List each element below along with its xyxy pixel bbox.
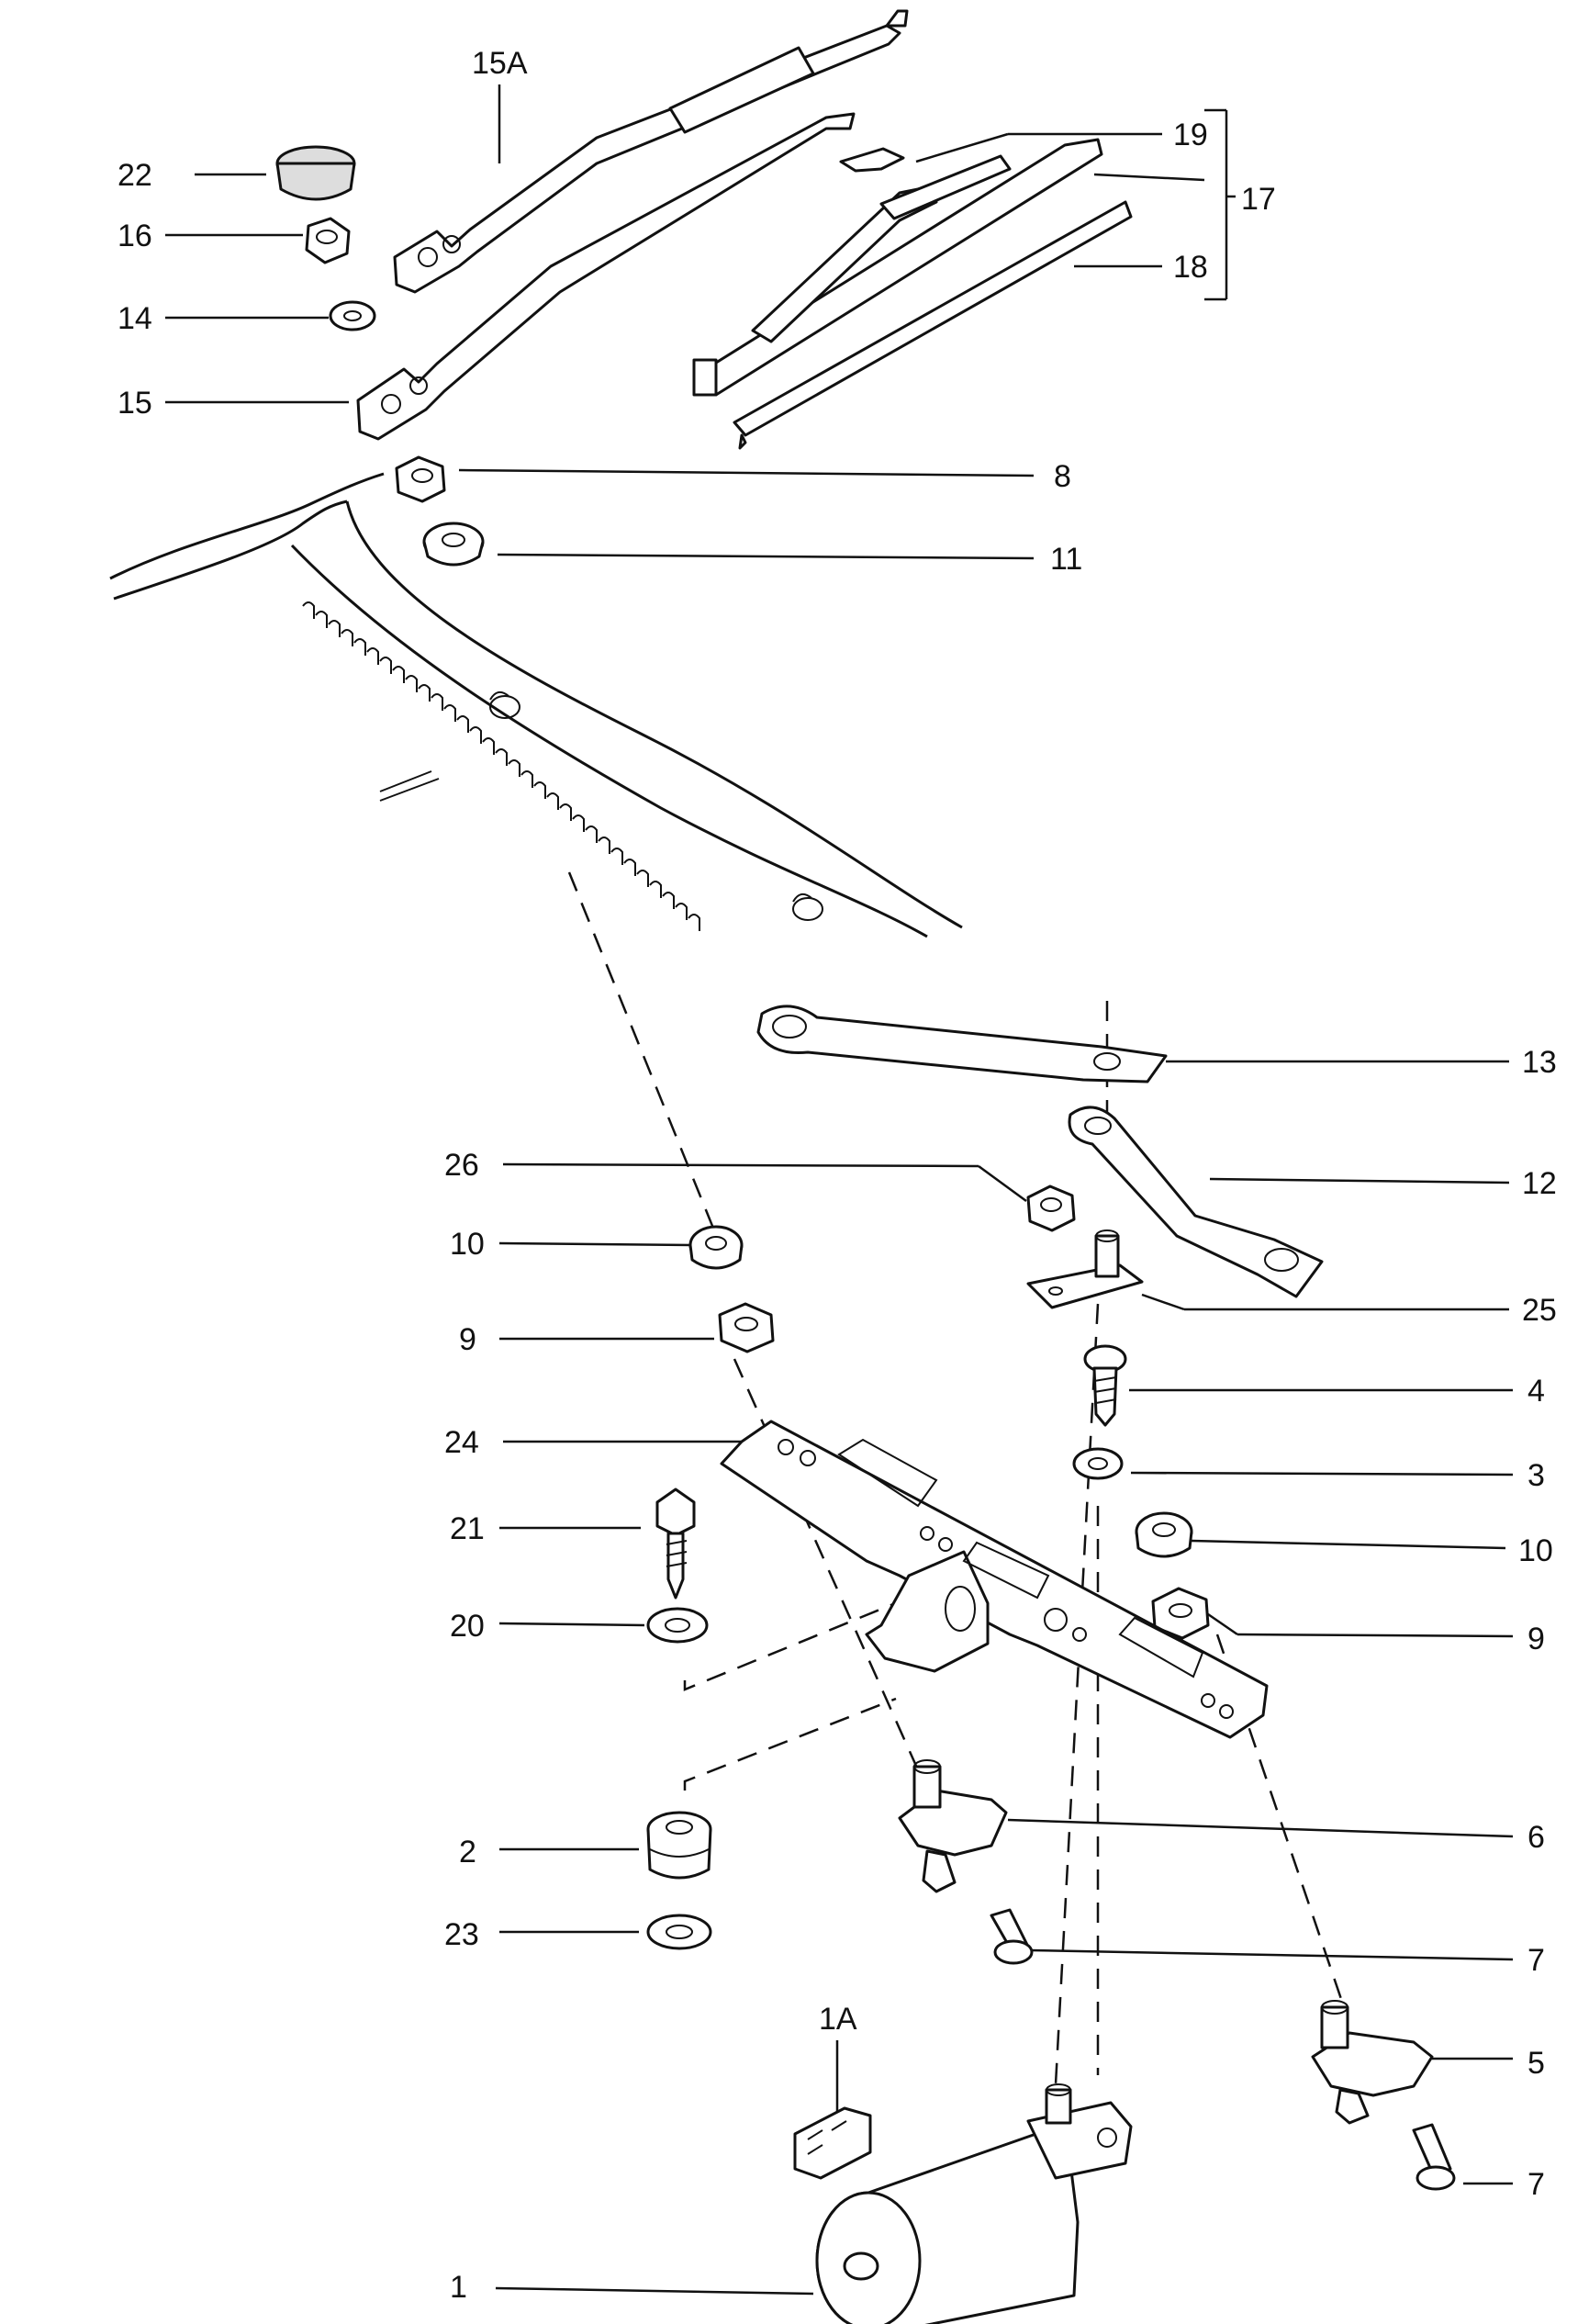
pin-7-lower [1412, 2123, 1456, 2191]
callout-labels: 22 16 14 15 15A 19 17 18 8 11 13 12 26 1… [117, 46, 1557, 2305]
cowl-spindle-holes [489, 690, 823, 921]
pivot-plate-25 [1026, 1229, 1144, 1309]
callout-15: 15 [117, 386, 152, 421]
screw-4 [1083, 1344, 1127, 1427]
linkage-rod-12 [1068, 1106, 1324, 1298]
pivot-bracket-5 [1311, 2000, 1434, 2125]
nut-9-upper [718, 1302, 775, 1353]
bolt-21 [655, 1488, 696, 1600]
callout-7-lower: 7 [1527, 2167, 1545, 2202]
callout-10-upper: 10 [450, 1227, 485, 1262]
callout-7-upper: 7 [1527, 1943, 1545, 1978]
callout-6: 6 [1527, 1820, 1545, 1855]
callout-23: 23 [444, 1917, 479, 1952]
callout-8: 8 [1054, 459, 1071, 494]
cowl-vent-slots [302, 601, 700, 931]
callout-20: 20 [450, 1609, 485, 1644]
leader-lines [165, 84, 1514, 2296]
callout-4: 4 [1527, 1374, 1545, 1409]
wiper-motor-1 [815, 2083, 1133, 2324]
callout-17: 17 [1241, 182, 1276, 217]
grommet-10-lower [1135, 1511, 1193, 1558]
washer-14 [329, 300, 376, 331]
callout-15a: 15A [472, 46, 528, 81]
callout-21: 21 [450, 1511, 485, 1546]
callout-12: 12 [1522, 1166, 1557, 1201]
callout-10-lower: 10 [1518, 1533, 1553, 1568]
callout-14: 14 [117, 301, 152, 336]
washer-23 [646, 1914, 712, 1950]
wiper-arm-15 [356, 112, 856, 441]
callout-19: 19 [1173, 118, 1208, 152]
wiper-blade-17 [692, 138, 1103, 397]
callout-24: 24 [444, 1425, 479, 1460]
connector-1a [793, 2106, 872, 2180]
callout-5: 5 [1527, 2046, 1545, 2081]
bushing-2 [646, 1811, 712, 1880]
pin-7-upper [990, 1908, 1034, 1965]
washer-20 [646, 1607, 709, 1644]
callout-22: 22 [117, 158, 152, 193]
wiper-arm-15a [393, 9, 909, 294]
callout-13: 13 [1522, 1045, 1557, 1080]
wiper-frame-24 [720, 1420, 1269, 1739]
callout-1: 1 [450, 2270, 467, 2305]
blade-clip-19 [839, 147, 905, 173]
callout-3: 3 [1527, 1458, 1545, 1493]
callout-9-upper: 9 [459, 1322, 476, 1357]
nut-16 [305, 217, 351, 264]
cap-22 [275, 145, 356, 201]
callout-16: 16 [117, 219, 152, 253]
wiper-insert-18 [733, 200, 1133, 450]
nut-26 [1026, 1184, 1076, 1232]
callout-2: 2 [459, 1835, 476, 1869]
callout-9-lower: 9 [1527, 1622, 1545, 1656]
callout-1a: 1A [819, 2002, 857, 2037]
callout-25: 25 [1522, 1293, 1557, 1328]
spring-washer-3 [1072, 1447, 1124, 1480]
nut-8 [395, 455, 446, 503]
callout-18: 18 [1173, 250, 1208, 285]
grommet-11 [422, 522, 485, 567]
pivot-bracket-6 [898, 1759, 1008, 1893]
grommet-10-upper [688, 1225, 744, 1270]
vehicle-body-cowl [109, 472, 963, 938]
callout-11: 11 [1050, 542, 1082, 577]
callout-26: 26 [444, 1148, 479, 1183]
linkage-rod-13 [756, 1005, 1168, 1083]
